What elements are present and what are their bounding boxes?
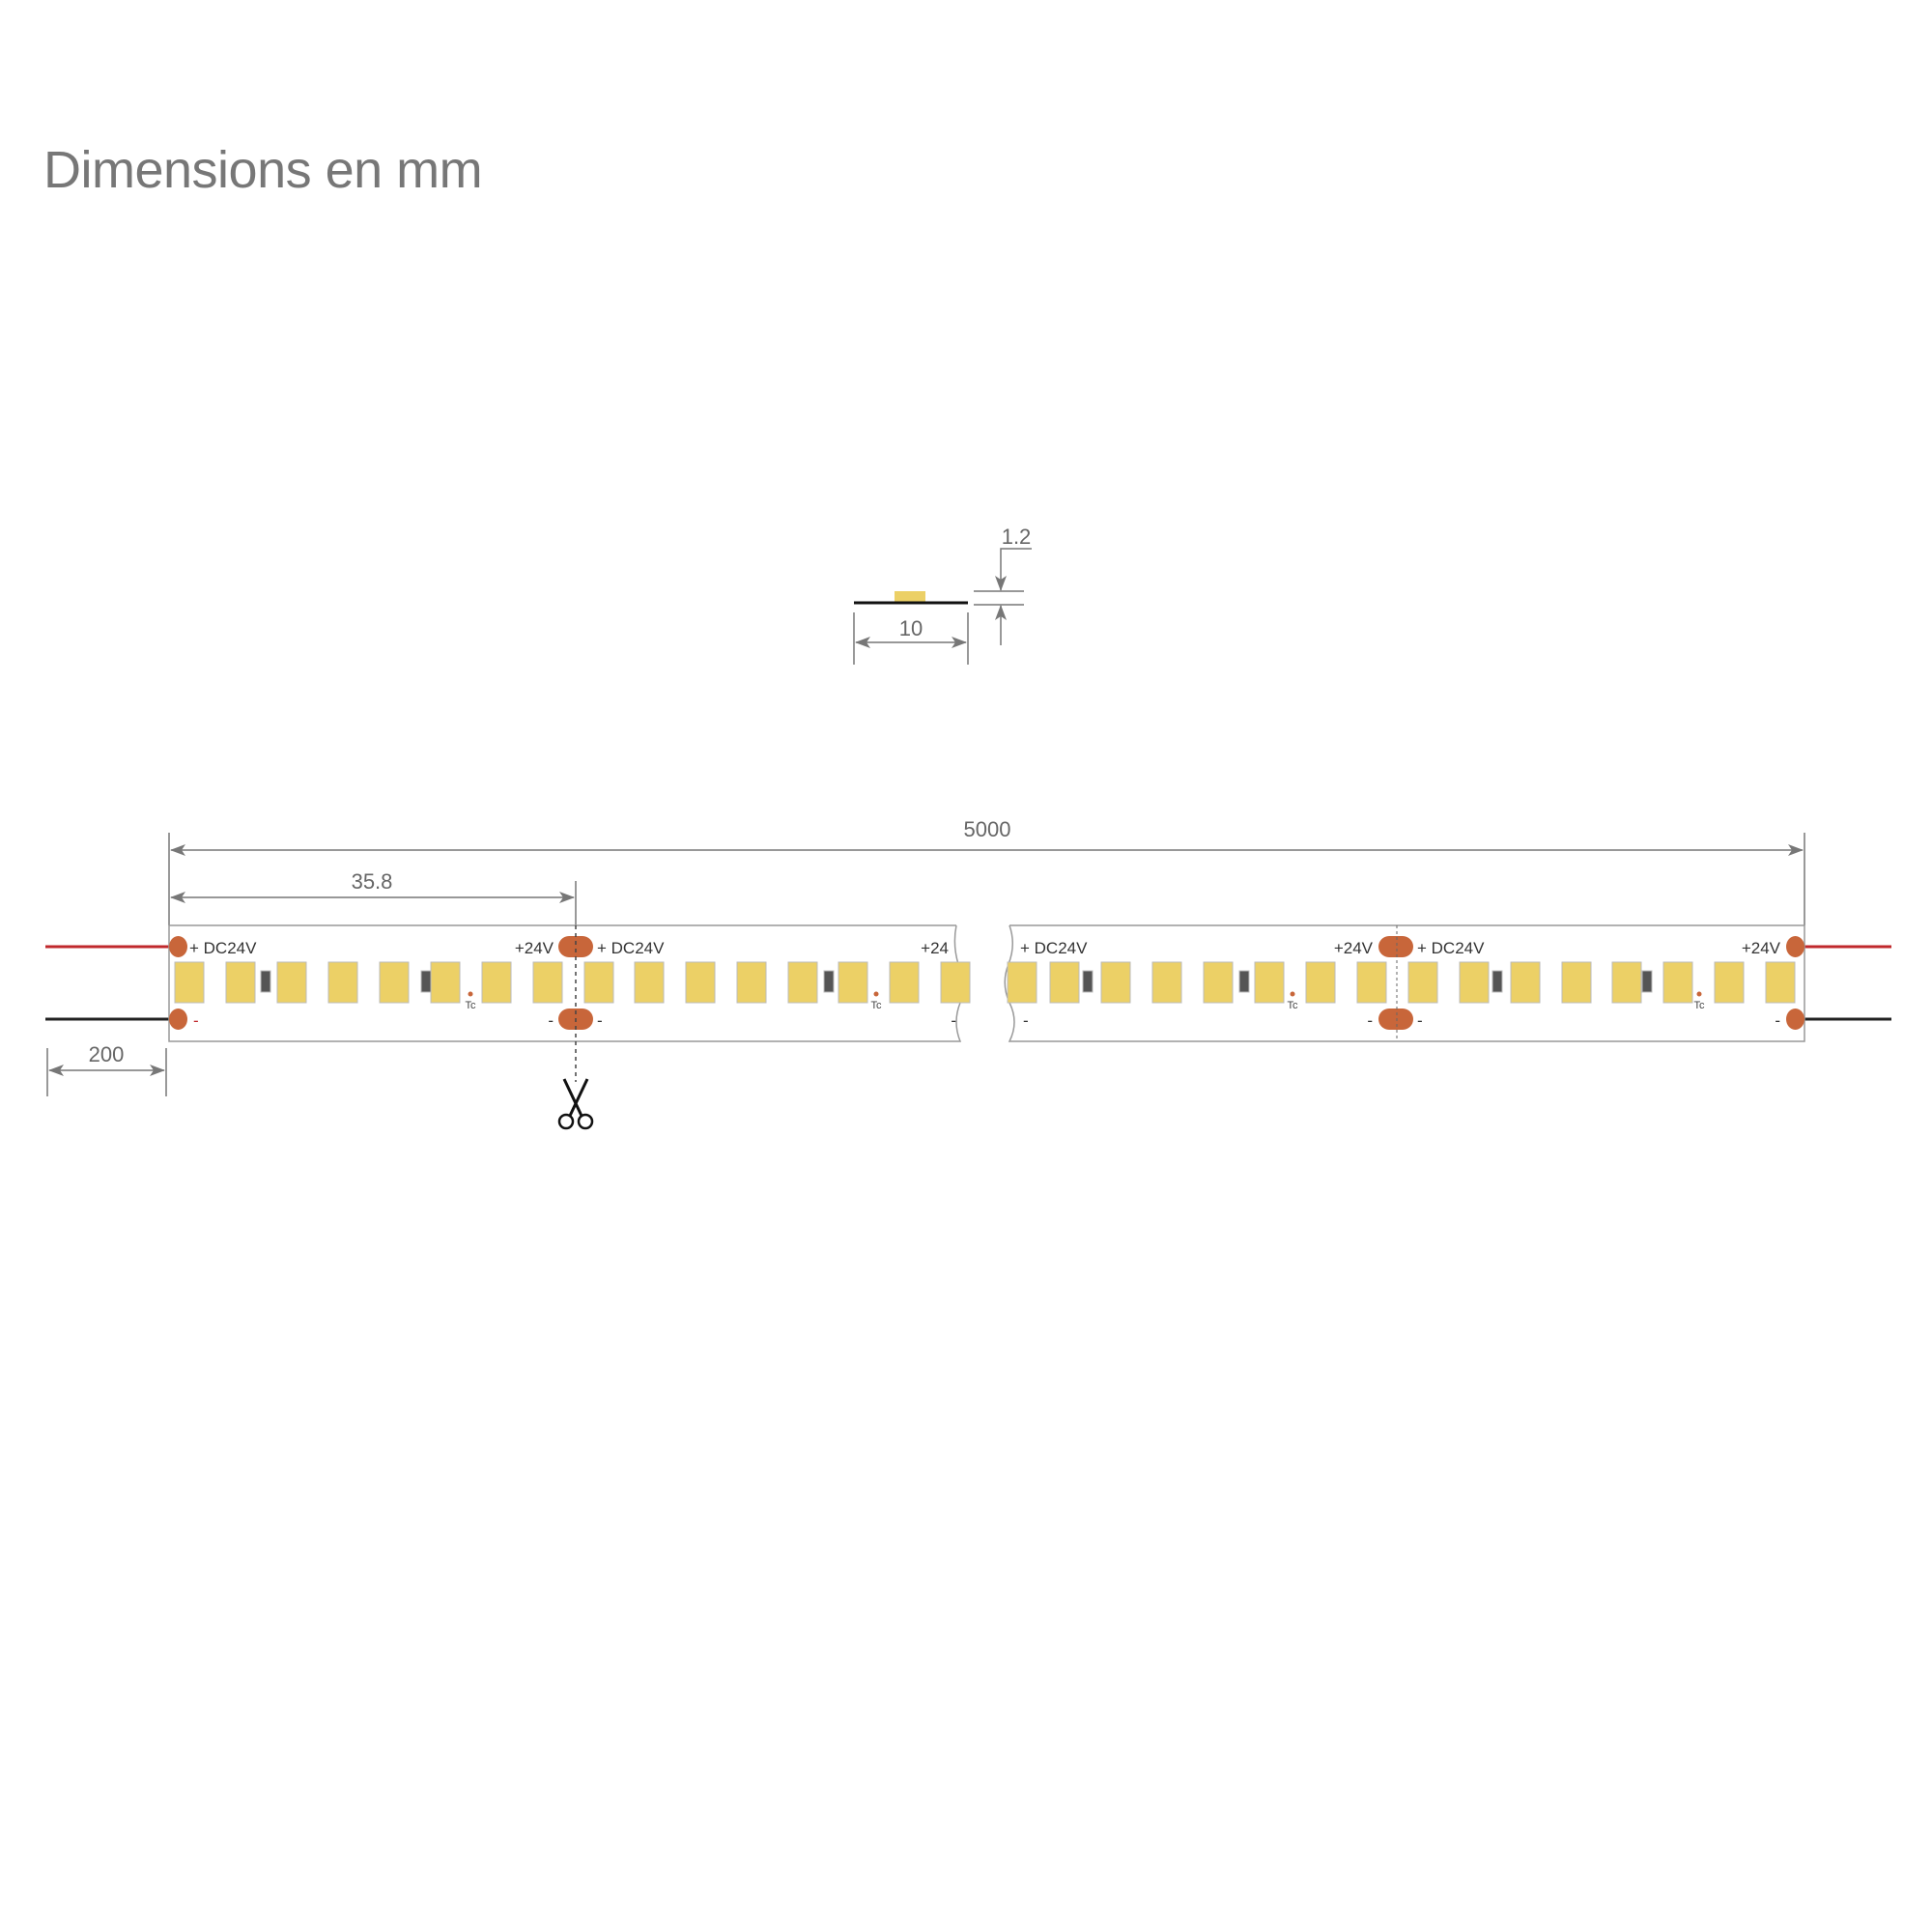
resistor	[823, 970, 835, 993]
cable-length-label: 200	[89, 1042, 125, 1066]
segment-voltage-label: +24	[921, 939, 949, 957]
led-chip	[1561, 961, 1592, 1004]
led-chip	[1356, 961, 1387, 1004]
thermal-point-label: Tc	[1694, 1000, 1706, 1011]
led-chip	[1765, 961, 1796, 1004]
input-voltage-label: + DC24V	[1020, 939, 1088, 957]
resistor	[1641, 970, 1653, 993]
led-chip	[634, 961, 665, 1004]
thermal-point-label: Tc	[1288, 1000, 1299, 1011]
thermal-point-label: Tc	[466, 1000, 477, 1011]
negative-label: -	[193, 1011, 199, 1030]
led-chip	[1007, 961, 1037, 1004]
input-voltage-label: + DC24V	[189, 939, 257, 957]
input-voltage-label: + DC24V	[1417, 939, 1485, 957]
strip-right-outline	[1004, 924, 1805, 1042]
negative-label: -	[1417, 1011, 1423, 1030]
led-chip	[481, 961, 512, 1004]
led-chip	[889, 961, 920, 1004]
cut-interval-label: 35.8	[352, 869, 393, 894]
led-chip	[1611, 961, 1642, 1004]
strip-content: Tc Tc Tc Tc + DC24V +24V + DC24V +24 + DC24V +24V…	[169, 936, 1804, 1030]
solder-pad	[1378, 936, 1413, 957]
total-length-label: 5000	[964, 817, 1011, 841]
led-chip	[1407, 961, 1438, 1004]
solder-pad	[558, 936, 593, 957]
negative-label: -	[1367, 1011, 1373, 1030]
led-chip	[1714, 961, 1745, 1004]
negative-label: -	[1023, 1011, 1029, 1030]
thermal-point-dot	[873, 991, 879, 997]
resistor	[1238, 970, 1250, 993]
cross-section-view: 10 1.2	[853, 525, 1032, 665]
led-chip	[1203, 961, 1234, 1004]
led-chip	[1459, 961, 1490, 1004]
led-chip	[787, 961, 818, 1004]
led-chip	[1254, 961, 1285, 1004]
thickness-dimension-label: 1.2	[1002, 525, 1032, 549]
led-chip	[276, 961, 307, 1004]
thermal-point-dot	[468, 991, 473, 997]
negative-label: -	[597, 1011, 603, 1030]
solder-pad	[169, 1009, 187, 1030]
resistor	[1082, 970, 1094, 993]
scissors-icon	[557, 1078, 594, 1130]
thermal-point-dot	[1290, 991, 1295, 997]
thermal-point-dot	[1696, 991, 1702, 997]
resistor	[420, 970, 432, 993]
segment-voltage-label: +24V	[1742, 939, 1781, 957]
led-chip	[1100, 961, 1131, 1004]
page-title: Dimensions en mm	[43, 141, 483, 199]
led-chip	[583, 961, 614, 1004]
cross-section-led	[895, 591, 925, 603]
negative-label: -	[1775, 1011, 1780, 1030]
thermal-point-label: Tc	[871, 1000, 883, 1011]
thickness-leader	[1000, 548, 1032, 558]
resistor	[1492, 970, 1503, 993]
segment-voltage-label: +24V	[1334, 939, 1374, 957]
input-voltage-label: + DC24V	[597, 939, 665, 957]
width-dimension-label: 10	[899, 616, 923, 640]
resistor	[260, 970, 271, 993]
led-chip	[1510, 961, 1541, 1004]
led-chip	[685, 961, 716, 1004]
led-chip	[838, 961, 868, 1004]
led-chip	[225, 961, 256, 1004]
led-chip	[1305, 961, 1336, 1004]
led-chip	[174, 961, 205, 1004]
wires	[45, 945, 1891, 1021]
solder-pad	[1786, 936, 1804, 957]
led-chip	[736, 961, 767, 1004]
solder-pad	[1786, 1009, 1804, 1030]
led-chip	[1049, 961, 1080, 1004]
negative-label: -	[548, 1011, 554, 1030]
led-chip	[379, 961, 410, 1004]
led-chip	[1151, 961, 1182, 1004]
led-chip	[532, 961, 563, 1004]
length-dimensions: 5000 35.8 200	[46, 817, 1805, 1096]
segment-voltage-label: +24V	[515, 939, 554, 957]
solder-pad	[1378, 1009, 1413, 1030]
led-chip	[430, 961, 461, 1004]
negative-label: -	[951, 1011, 956, 1030]
led-chip	[1662, 961, 1693, 1004]
solder-pad	[169, 936, 187, 957]
led-chip	[327, 961, 358, 1004]
led-chip	[940, 961, 971, 1004]
